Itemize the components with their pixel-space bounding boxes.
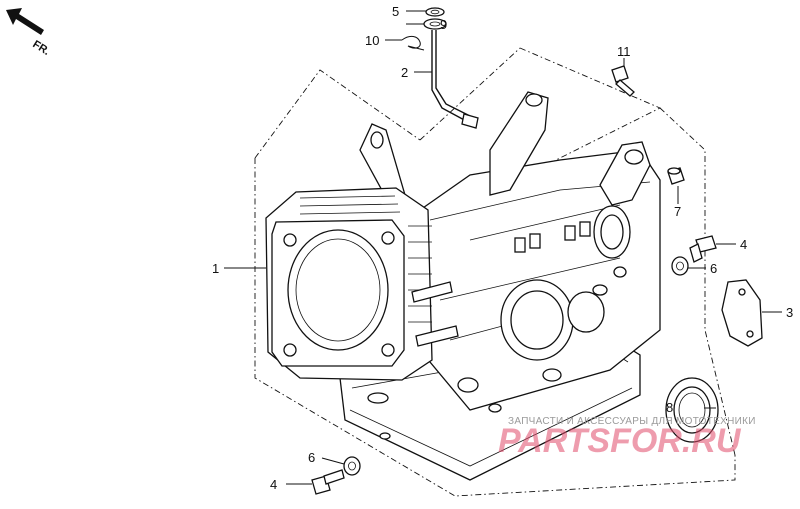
callout-4-right: 4: [740, 237, 747, 252]
crankshaft-oil-seal: [665, 377, 719, 443]
flange-bolt-upper: [611, 65, 635, 97]
callout-6-lower: 6: [308, 450, 315, 465]
callout-5: 5: [392, 4, 399, 19]
cover-plate: [721, 279, 763, 347]
cylinder-block: [265, 187, 459, 381]
front-arrow-icon: [6, 8, 44, 35]
callout-2: 2: [401, 65, 408, 80]
watermark-caption: ЗАПЧАСТИ И АКСЕССУАРЫ ДЛЯ МОТОТЕХНИКИ: [508, 416, 756, 427]
callout-labels: 5 9 10 2 11 7 4 6 3 8 1 6 4: [212, 4, 793, 492]
drain-bolt-lower: [311, 469, 345, 495]
watermark-logo: PARTSFOR.RU: [498, 422, 742, 460]
front-direction-indicator: FR.: [6, 8, 52, 58]
callout-3: 3: [786, 305, 793, 320]
front-direction-label: FR.: [30, 38, 51, 58]
leader-lines: [224, 10, 782, 485]
crankcase-body: [419, 149, 661, 411]
watermark: ЗАПЧАСТИ И АКСЕССУАРЫ ДЛЯ МОТОТЕХНИКИ PA…: [498, 416, 756, 460]
retaining-clip: [401, 35, 425, 51]
sealing-washer-lower: [343, 456, 361, 476]
callout-9: 9: [440, 17, 447, 32]
callout-10: 10: [365, 33, 379, 48]
callout-8: 8: [666, 400, 673, 415]
callout-4-lower: 4: [270, 477, 277, 492]
callout-1: 1: [212, 261, 219, 276]
sealing-washer-right: [671, 256, 689, 276]
drain-bolt-right: [689, 235, 717, 263]
mounting-bracket: [359, 91, 651, 206]
callout-11: 11: [617, 44, 631, 59]
callout-7: 7: [674, 204, 681, 219]
washer-and-seal-stack: [423, 7, 447, 30]
dowel-pin: [667, 167, 685, 185]
governor-shaft: [431, 30, 479, 129]
callout-6-right: 6: [710, 261, 717, 276]
